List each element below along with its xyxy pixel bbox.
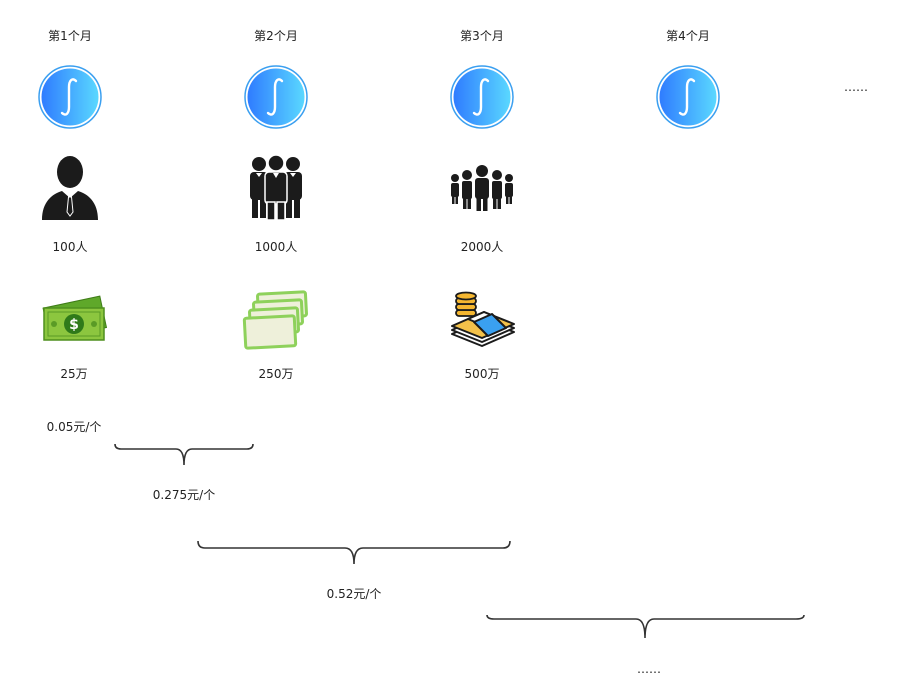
integral-logo-icon	[450, 65, 514, 129]
month-3-users: 2000人	[460, 240, 504, 254]
month-1-revenue: 25万	[60, 367, 88, 381]
price-month-2: 0.275元/个	[152, 488, 216, 502]
integral-logo-icon	[38, 65, 102, 129]
price-month-1: 0.05元/个	[46, 420, 102, 434]
month-2-revenue: 250万	[258, 367, 294, 381]
month-1-label: 第1个月	[48, 29, 92, 43]
price-month-3: 0.52元/个	[326, 587, 382, 601]
curly-brace	[114, 443, 254, 466]
month-3-revenue: 500万	[464, 367, 500, 381]
svg-text:$: $	[69, 317, 79, 333]
price-more-ellipsis: ……	[637, 662, 661, 676]
month-1-users: 100人	[52, 240, 88, 254]
integral-logo-icon	[244, 65, 308, 129]
curly-brace	[486, 614, 805, 639]
coins-and-cash-icon	[451, 291, 515, 347]
more-months-ellipsis: ……	[844, 80, 868, 94]
group-of-people-icon	[250, 154, 302, 221]
crowd-icon	[451, 165, 513, 211]
month-2-label: 第2个月	[254, 29, 298, 43]
cash-stack-icon	[242, 290, 308, 350]
single-person-icon	[42, 156, 98, 220]
dollar-bill-icon: $	[42, 295, 108, 341]
month-2-users: 1000人	[254, 240, 298, 254]
curly-brace	[197, 540, 511, 565]
integral-logo-icon	[656, 65, 720, 129]
month-4-label: 第4个月	[666, 29, 710, 43]
month-3-label: 第3个月	[460, 29, 504, 43]
